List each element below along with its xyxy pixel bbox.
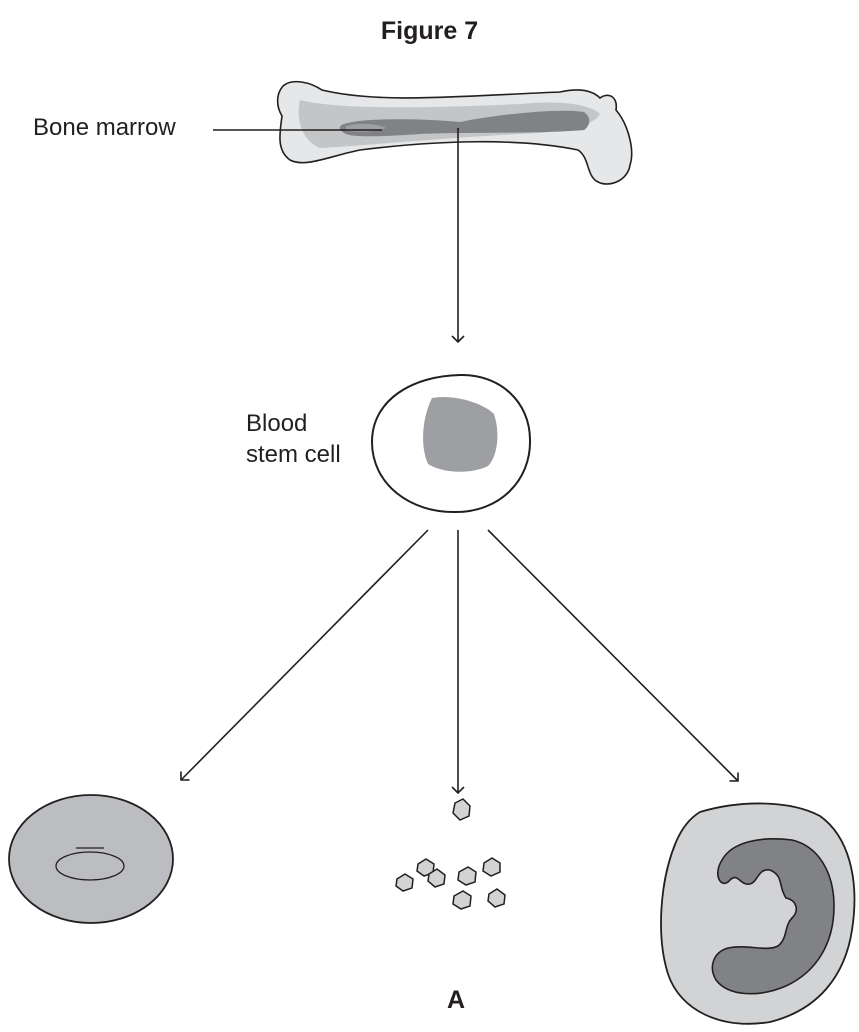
- platelet: [458, 867, 476, 885]
- cell-a-label: A: [447, 986, 465, 1015]
- red-blood-cell: [9, 795, 173, 923]
- blood-stem-cell: [372, 375, 530, 512]
- platelet: [453, 799, 470, 820]
- platelet: [483, 858, 500, 876]
- platelet: [453, 891, 471, 909]
- stem-cell-nucleus: [423, 397, 497, 472]
- platelets: [396, 799, 505, 909]
- platelet: [488, 889, 505, 907]
- bone: [278, 82, 632, 184]
- rbc-body: [9, 795, 173, 923]
- arrow-to-red-blood-cell: [181, 530, 428, 780]
- bone-marrow-label: Bone marrow: [33, 114, 176, 142]
- platelet: [396, 874, 413, 891]
- arrow-to-white-blood-cell: [488, 530, 738, 781]
- white-blood-cell: [661, 803, 854, 1023]
- blood-stem-cell-label-line1: Blood: [246, 408, 341, 439]
- blood-stem-cell-label-line2: stem cell: [246, 439, 341, 470]
- blood-stem-cell-label: Blood stem cell: [246, 408, 341, 470]
